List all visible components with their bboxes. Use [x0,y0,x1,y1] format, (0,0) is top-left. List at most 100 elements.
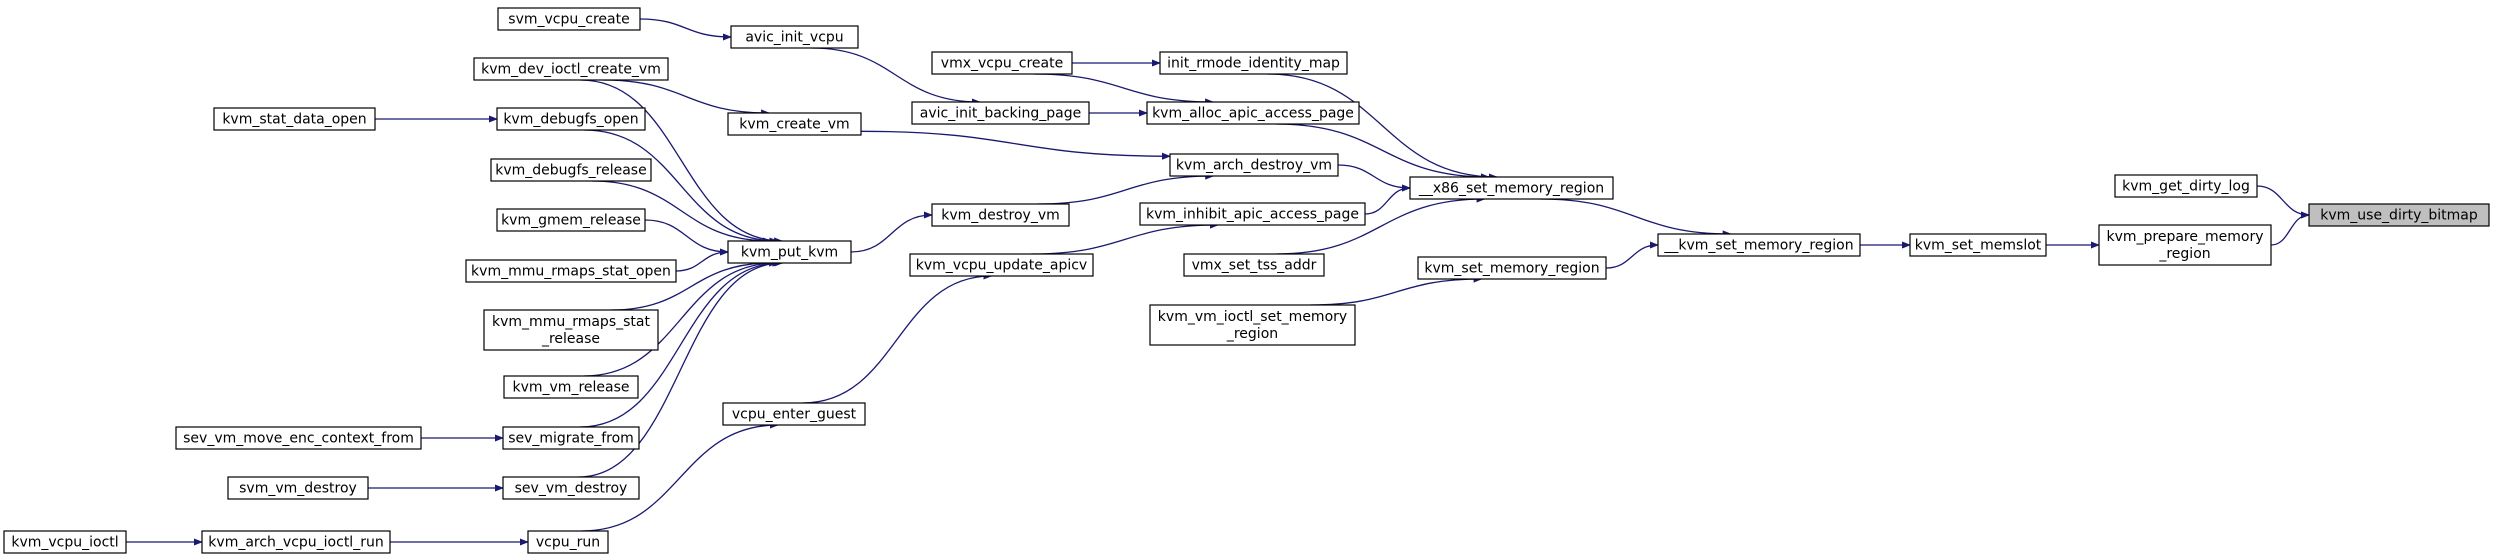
node-kvm-inhibit-apic-access-page[interactable]: kvm_inhibit_apic_access_page [1139,202,1366,226]
node-label: kvm_dev_ioctl_create_vm [481,62,661,78]
node-kvm-gmem-release[interactable]: kvm_gmem_release [496,208,646,232]
node-label: __kvm_set_memory_region [1663,238,1853,254]
node-svm-vcpu-create[interactable]: svm_vcpu_create [497,7,641,31]
node-avic-init-vcpu[interactable]: avic_init_vcpu [730,25,859,49]
node-box [1909,233,2047,257]
node-x86-set-memory-region[interactable]: __x86_set_memory_region [1409,176,1614,200]
node-label: kvm_get_dirty_log [2122,179,2250,195]
node-init-rmode-identity-map[interactable]: init_rmode_identity_map [1159,51,1348,75]
edge-kvm_debugfs_release-to-kvm_put_kvm [592,180,772,245]
node-label: kvm_put_kvm [741,245,838,261]
edge-kvm_gmem_release-to-kvm_put_kvm [644,219,729,256]
node-box [722,402,866,426]
node-kvm-stat-data-open[interactable]: kvm_stat_data_open [213,107,376,131]
node-label: kvm_set_memory_region [1424,261,1599,277]
edge-kvm_get_dirty_log-to-kvm_use_dirty_bitmap [2256,185,2310,219]
node-svm-vm-destroy[interactable]: svm_vm_destroy [227,476,369,500]
node-label: kvm_debugfs_release [495,163,646,179]
edge-kvm_set_memory_region-to-__kvm_set_memory_region [1605,241,1659,269]
node-label: kvm_mmu_rmaps_stat_release [492,314,650,347]
edge-vcpu_run-to-vcpu_enter_guest [581,421,779,532]
node-vcpu-enter-guest[interactable]: vcpu_enter_guest [722,402,866,426]
node-kvm-debugfs-release[interactable]: kvm_debugfs_release [490,158,652,182]
edge-kvm_vm_ioctl_set_memory_region-to-kvm_set_memory_region [1310,275,1483,306]
node-label: avic_init_vcpu [745,30,843,46]
node-box [727,112,862,136]
edge-init_rmode_identity_map-to-__x86_set_memory_region [1267,73,1498,181]
node-box [1146,101,1360,125]
node-box [496,208,646,232]
node-label: kvm_vm_ioctl_set_memory_region [1158,309,1347,342]
node-box [3,530,127,554]
node-box [527,530,609,554]
edge-kvm_dev_ioctl_create_vm-to-kvm_put_kvm [580,79,784,245]
node-label: kvm_debugfs_open [503,112,638,128]
node-kvm-vm-ioctl-set-memory-region[interactable]: kvm_vm_ioctl_set_memory_region [1149,304,1356,346]
node-kvm-mmu-rmaps-stat-open[interactable]: kvm_mmu_rmaps_stat_open [465,259,677,283]
node-box [1169,153,1339,177]
node-label: __x86_set_memory_region [1418,181,1604,197]
node-box [909,253,1094,277]
node-kvm-get-dirty-log[interactable]: kvm_get_dirty_log [2114,174,2258,198]
node-kvm-set-memslot[interactable]: kvm_set_memslot [1909,233,2047,257]
node-avic-init-backing-page[interactable]: avic_init_backing_page [911,101,1090,125]
node-kvm-arch-vcpu-ioctl-run[interactable]: kvm_arch_vcpu_ioctl_run [201,530,391,554]
node-box [1409,176,1614,200]
node-label: init_rmode_identity_map [1167,56,1340,72]
node-kvm-create-vm[interactable]: kvm_create_vm [727,112,862,136]
edge-vcpu_enter_guest-to-kvm_vcpu_update_apicv [802,272,993,404]
node-label: kvm_destroy_vm [941,208,1060,224]
node-sev-migrate-from[interactable]: sev_migrate_from [502,426,640,450]
node-box [497,7,641,31]
node-label: kvm_create_vm [739,117,849,133]
node-kvm-dev-ioctl-create-vm[interactable]: kvm_dev_ioctl_create_vm [473,57,669,81]
node-box [1149,304,1356,346]
node-label: svm_vcpu_create [508,12,629,28]
node-box [502,476,640,500]
edges-layer [125,18,2310,546]
node-kvm-debugfs-open[interactable]: kvm_debugfs_open [496,107,646,131]
node-kvm-prepare-memory-region[interactable]: kvm_prepare_memory_region [2098,224,2272,266]
edge-vmx_vcpu_create-to-kvm_alloc_apic_access_page [1033,73,1215,106]
node-sev-vm-destroy[interactable]: sev_vm_destroy [502,476,640,500]
node-box [490,158,652,182]
node-sev-vm-move-enc-context-from[interactable]: sev_vm_move_enc_context_from [175,426,422,450]
edge-kvm_inhibit_apic_access_page-to-__x86_set_memory_region [1364,184,1411,215]
node-box [931,51,1073,75]
node-vmx-vcpu-create[interactable]: vmx_vcpu_create [931,51,1073,75]
node-kvm-mmu-rmaps-stat-release[interactable]: kvm_mmu_rmaps_stat_release [483,309,659,351]
edge-kvm_debugfs_open-to-kvm_put_kvm [583,129,779,245]
node-kvm-arch-destroy-vm[interactable]: kvm_arch_destroy_vm [1169,153,1339,177]
node-box [483,309,659,351]
node-vcpu-run[interactable]: vcpu_run [527,530,609,554]
node-box [2098,224,2272,266]
node-label: sev_vm_destroy [515,481,628,497]
node-kvm-use-dirty-bitmap[interactable]: kvm_use_dirty_bitmap [2308,203,2490,227]
node-vmx-set-tss-addr[interactable]: vmx_set_tss_addr [1183,253,1325,277]
node-box [1417,256,1607,280]
edge-avic_init_vcpu-to-avic_init_backing_page [811,47,981,106]
node-box [465,259,677,283]
node-kvm-alloc-apic-access-page[interactable]: kvm_alloc_apic_access_page [1146,101,1360,125]
node-label: vmx_vcpu_create [941,56,1063,72]
node-kvm-destroy-vm[interactable]: kvm_destroy_vm [931,203,1070,227]
node-label: kvm_alloc_apic_access_page [1152,106,1354,122]
node-box [227,476,369,500]
node-kvm-vcpu-update-apicv[interactable]: kvm_vcpu_update_apicv [909,253,1094,277]
edge-svm_vcpu_create-to-avic_init_vcpu [639,18,732,41]
node-kvm-vm-release[interactable]: kvm_vm_release [503,375,639,399]
node-label: kvm_vm_release [512,380,629,396]
node-box [931,203,1070,227]
node-label: vcpu_run [536,535,600,551]
node-kvm-set-memory-region[interactable]: __kvm_set_memory_region [1657,233,1861,257]
node-label: kvm_vcpu_update_apicv [916,258,1087,274]
node-kvm-vcpu-ioctl[interactable]: kvm_vcpu_ioctl [3,530,127,554]
node-kvm-put-kvm[interactable]: kvm_put_kvm [727,240,852,264]
node-kvm-set-memory-region[interactable]: kvm_set_memory_region [1417,256,1607,280]
node-label: kvm_arch_destroy_vm [1176,158,1332,174]
node-box [496,107,646,131]
node-label: kvm_vcpu_ioctl [11,535,118,551]
node-box [175,426,422,450]
node-box [1183,253,1325,277]
